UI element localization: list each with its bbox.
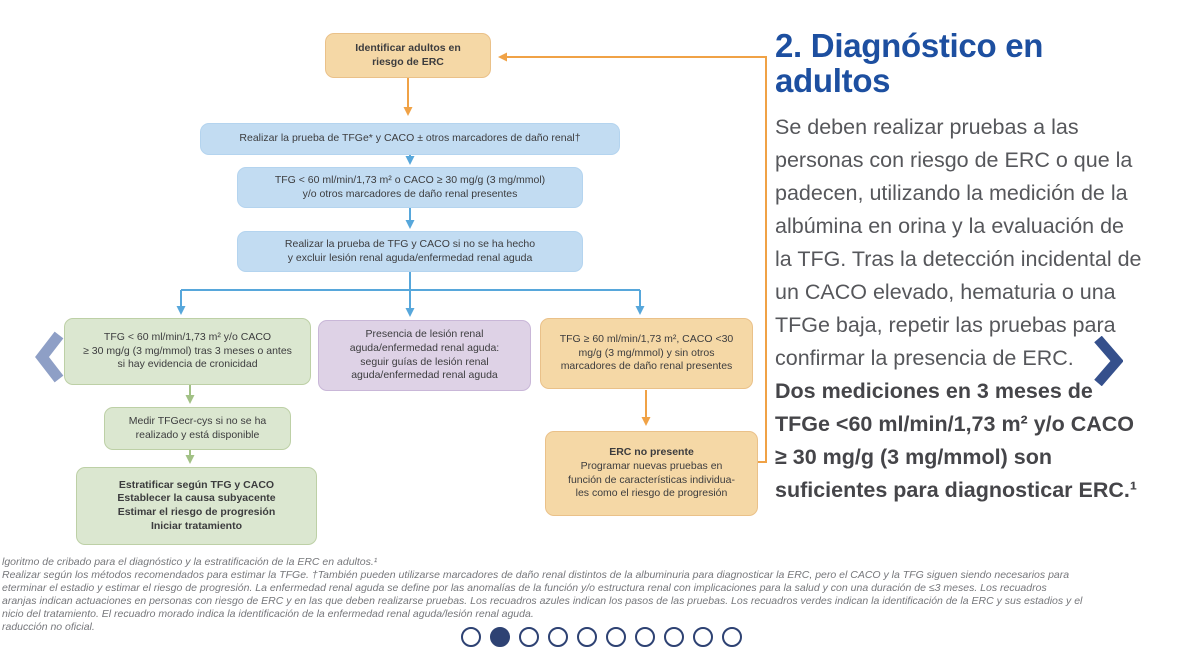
footnotes: lgoritmo de cribado para el diagnóstico … — [2, 556, 1186, 634]
node-heading: ERC no presente — [609, 446, 694, 459]
node-text: Presencia de lesión renal aguda/enfermed… — [349, 328, 500, 382]
node-medir-tfgecr-cys: Medir TFGecr-cys si no se ha realizado y… — [104, 407, 291, 450]
node-sin-criterios: TFG ≥ 60 ml/min/1,73 m², CACO <30 mg/g (… — [540, 318, 753, 389]
node-text: TFG ≥ 60 ml/min/1,73 m², CACO <30 mg/g (… — [559, 333, 734, 373]
pagination-dot-9[interactable] — [692, 627, 713, 647]
footnote-line: raducción no oficial. — [2, 621, 95, 633]
node-prueba-inicial: Realizar la prueba de TFGe* y CACO ± otr… — [200, 123, 620, 155]
body-text: Se deben realizar pruebas a las personas… — [775, 111, 1143, 507]
pagination-dot-4[interactable] — [547, 627, 568, 647]
body-bold-text: Dos mediciones en 3 meses de TFGe <60 ml… — [775, 379, 1138, 502]
node-criterios-tfg-caco: TFG < 60 ml/min/1,73 m² o CACO ≥ 30 mg/g… — [237, 167, 583, 208]
node-identificar-adultos: Identificar adultos en riesgo de ERC — [325, 33, 491, 78]
footnote-line: eterminar el estadio y estimar el riesgo… — [2, 582, 1047, 594]
node-text: Estratificar según TFG y CACO Establecer… — [117, 478, 276, 532]
node-text: Realizar la prueba de TFG y CACO si no s… — [284, 237, 536, 264]
pagination-dot-7[interactable] — [634, 627, 655, 647]
pagination — [8, 627, 1186, 647]
pagination-dot-10[interactable] — [721, 627, 742, 647]
pagination-dot-5[interactable] — [576, 627, 597, 647]
pagination-dot-1[interactable] — [460, 627, 481, 647]
node-repetir-prueba: Realizar la prueba de TFG y CACO si no s… — [237, 231, 583, 272]
node-erc-no-presente: ERC no presente Programar nuevas pruebas… — [545, 431, 758, 516]
node-erc-confirmada: TFG < 60 ml/min/1,73 m² y/o CACO ≥ 30 mg… — [64, 318, 311, 385]
pagination-dot-6[interactable] — [605, 627, 626, 647]
chevron-left-icon — [35, 331, 64, 383]
node-text: TFG < 60 ml/min/1,73 m² o CACO ≥ 30 mg/g… — [274, 173, 546, 200]
footnote-line: lgoritmo de cribado para el diagnóstico … — [2, 556, 378, 568]
pagination-dot-8[interactable] — [663, 627, 684, 647]
node-text: Identificar adultos en riesgo de ERC — [355, 41, 461, 68]
footnote-line: Realizar según los métodos recomendados … — [2, 569, 1070, 581]
node-text: TFG < 60 ml/min/1,73 m² y/o CACO ≥ 30 mg… — [83, 331, 292, 371]
footnote-line: nicio del tratamiento. El recuadro morad… — [2, 608, 534, 620]
chevron-right-icon — [1094, 335, 1124, 387]
body-regular-text: Se deben realizar pruebas a las personas… — [775, 115, 1142, 370]
node-text: Programar nuevas pruebas en función de c… — [568, 459, 735, 500]
footnote-line: aranjas indican actuaciones en personas … — [2, 595, 1083, 607]
next-slide-button[interactable] — [1093, 335, 1124, 389]
page-title: 2. Diagnóstico en adultos — [775, 27, 1044, 99]
node-estratificar: Estratificar según TFG y CACO Establecer… — [76, 467, 317, 545]
text-panel: 2. Diagnóstico en adultos Se deben reali… — [775, 28, 1167, 507]
node-lesion-renal-aguda: Presencia de lesión renal aguda/enfermed… — [318, 320, 531, 391]
node-text: Realizar la prueba de TFGe* y CACO ± otr… — [239, 132, 581, 145]
node-text: Medir TFGecr-cys si no se ha realizado y… — [128, 414, 267, 441]
pagination-dot-3[interactable] — [518, 627, 539, 647]
previous-slide-button[interactable] — [33, 331, 65, 386]
pagination-dot-2[interactable] — [489, 627, 510, 647]
